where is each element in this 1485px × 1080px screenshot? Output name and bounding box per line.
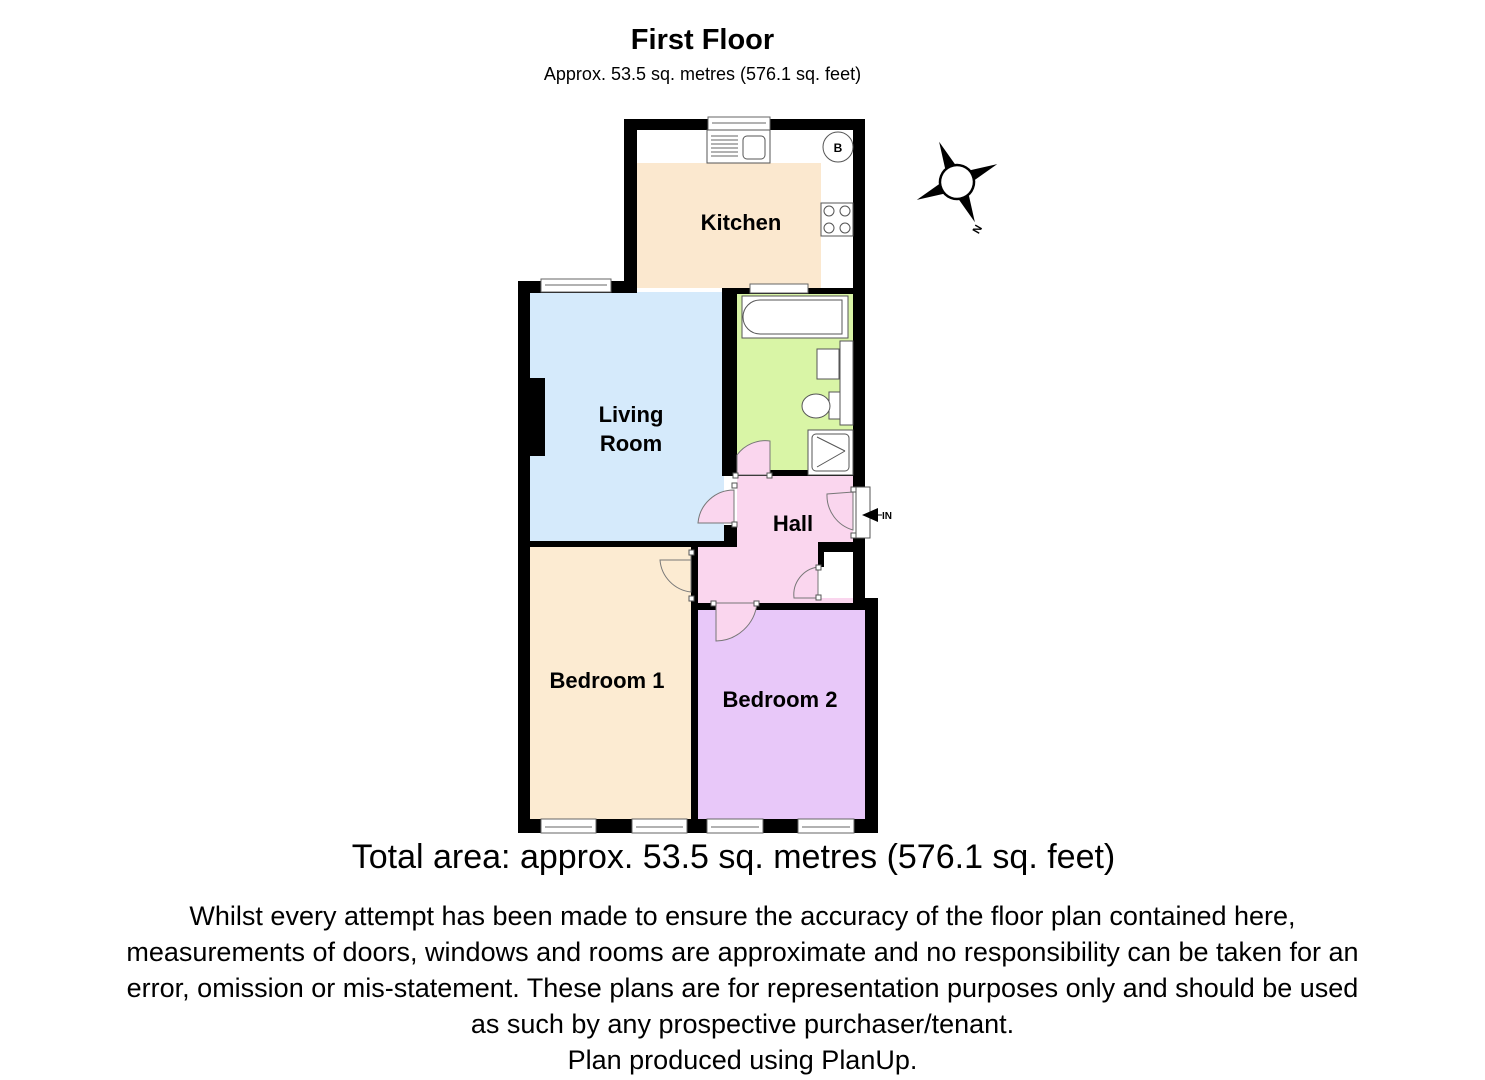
disclaimer-line: measurements of doors, windows and rooms…: [126, 937, 1359, 967]
room-label-living-2: Room: [600, 431, 662, 456]
compass-north-label: N: [971, 223, 985, 236]
disclaimer-line: Plan produced using PlanUp.: [567, 1045, 918, 1075]
boiler-label: B: [834, 141, 843, 155]
compass-icon: [916, 141, 998, 223]
toilet-icon: [801, 393, 831, 419]
floor-area-subtitle: Approx. 53.5 sq. metres (576.1 sq. feet): [543, 64, 862, 84]
door-bathroom: [736, 440, 771, 476]
total-area: Total area: approx. 53.5 sq. metres (576…: [351, 838, 1116, 876]
bedroom-1: [530, 547, 691, 819]
room-label-bedroom-1: Bedroom 1: [550, 668, 665, 693]
door-entrance: [826, 491, 854, 531]
disclaimer-line: as such by any prospective purchaser/ten…: [470, 1009, 1015, 1039]
living-room: [530, 292, 724, 541]
floor-title: First Floor: [630, 24, 775, 56]
boiler-icon: [822, 131, 854, 163]
windows: [540, 116, 855, 834]
bathroom-fixtures: [741, 295, 854, 476]
window-bed1-a: [540, 818, 597, 834]
sink-bowl-icon: [742, 135, 766, 160]
window-bed2-b: [797, 818, 855, 834]
door-cupboard: [793, 566, 819, 599]
basin-icon: [816, 348, 840, 380]
disclaimer-line: Whilst every attempt has been made to en…: [189, 901, 1296, 931]
entrance-label: IN: [882, 511, 892, 522]
window-bed2-a: [706, 818, 764, 834]
disclaimer: Whilst every attempt has been made to en…: [0, 898, 1485, 1078]
door-bedroom1: [659, 553, 692, 593]
door-living: [697, 489, 735, 524]
room-label-kitchen: Kitchen: [701, 210, 782, 235]
disclaimer-line: error, omission or mis-statement. These …: [126, 973, 1359, 1003]
room-label-hall: Hall: [773, 511, 813, 536]
entrance-arrow-icon: [862, 508, 882, 522]
kitchen-fixtures: [706, 129, 854, 237]
bedroom-2: [698, 610, 866, 819]
window-bath: [749, 283, 809, 294]
kitchen-floor: [637, 163, 821, 288]
room-label-living-1: Living: [599, 402, 664, 427]
room-label-bedroom-2: Bedroom 2: [723, 687, 838, 712]
window-bed1-b: [631, 818, 688, 834]
door-jambs: [688, 472, 871, 607]
